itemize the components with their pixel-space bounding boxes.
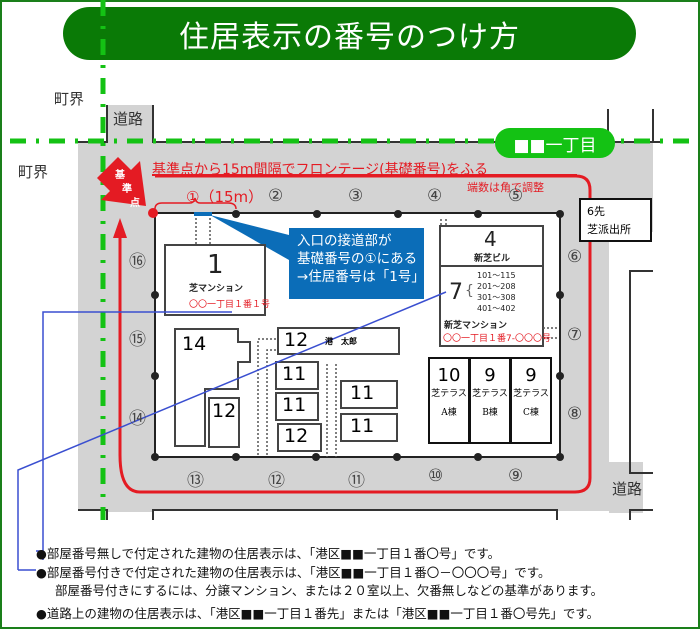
shiba-mansion-address: 〇〇一丁目１番１号 [189,300,271,310]
building-12-small-number: 12 [212,400,237,422]
note-with-room-number: ●部屋番号付きで付定された建物の住居表示は、「港区■■一丁目１番〇－〇〇〇号」で… [36,565,551,580]
terrace-wing: B棟 [482,408,498,418]
kijunten-char-2: 準 [122,184,132,195]
terrace-a: 10 芝テラス A棟 [428,357,470,444]
note-no-room-number: ●部屋番号無しで付定された建物の住居表示は、「港区■■一丁目１番〇号」です。 [36,546,501,561]
building-12-minato-name: 港 太郎 [325,337,357,346]
terrace-wing: C棟 [523,408,539,418]
kijunten-char-3: 点 [130,198,140,209]
terrace-number: 9 [525,365,537,386]
machikai-left-label: 町界 [18,163,49,181]
frontage-13: ⑬ [187,471,204,491]
room-brace: { [465,283,474,299]
machikai-top-label: 町界 [54,90,85,108]
callout-line-3: →住居番号は「1号」 [297,269,425,285]
shinshiba-bldg-name: 新芝ビル [474,254,511,264]
frontage-4: ④ [427,186,443,206]
kouban-box: 6先 芝派出所 [579,198,652,242]
shinshiba-mansion-number: 7 [449,280,463,305]
entrance-callout: 入口の接道部が 基礎番号の①にある →住居番号は「1号」 [289,228,425,299]
callout-line-1: 入口の接道部が [297,233,392,249]
callout-line-2: 基礎番号の①にある [297,251,418,267]
shiba-mansion-number: 1 [207,250,224,280]
terrace-number: 9 [484,365,496,386]
terrace-name: 芝テラス [431,389,467,399]
road-top-label: 道路 [113,110,144,128]
building-11-a-number: 11 [282,363,307,385]
room-range: 101～115 [477,271,516,280]
building-11-c-number: 11 [350,382,375,404]
building-11-d-number: 11 [350,415,375,437]
frontage-rule-text: 基準点から15m間隔でフロンテージ(基礎番号)をふる [152,162,489,178]
terrace-c: 9 芝テラス C棟 [510,357,552,444]
room-range: 301～308 [477,293,516,302]
frontage-15: ⑮ [129,330,146,350]
road-bottom-right-label: 道路 [612,480,643,498]
shinshiba-mansion-address: 〇〇一丁目１番7-〇〇〇号 [443,334,551,344]
frontage-9: ⑨ [508,466,524,486]
choume-badge: ■■一丁目 [495,128,615,158]
frontage-7: ⑦ [567,325,583,345]
shinshiba-mansion-name: 新芝マンション [444,321,508,331]
frontage-8: ⑧ [567,404,583,424]
kouban-number: 6先 [587,205,605,218]
kouban-name: 芝派出所 [587,223,631,236]
note-on-road: ●道路上の建物の住居表示は、「港区■■一丁目１番先」または「港区■■一丁目１番〇… [36,606,600,621]
remainder-note: 端数は角で調整 [467,181,544,194]
frontage-10: ⑩ [428,466,444,486]
frontage-5: ⑤ [508,186,524,206]
frontage-6: ⑥ [567,247,583,267]
frontage-16: ⑯ [129,252,146,272]
first-interval-label: ①（15m） [186,188,264,206]
kijunten-char-1: 基 [115,170,125,181]
terrace-name: 芝テラス [513,389,549,399]
building-12-bottom-number: 12 [284,425,309,447]
frontage-12: ⑫ [268,471,285,491]
room-range: 201～208 [477,282,516,291]
terrace-name: 芝テラス [472,389,508,399]
frontage-14: ⑭ [129,409,146,429]
terrace-number: 10 [437,365,461,386]
room-range: 401～402 [477,304,516,313]
building-14-number: 14 [182,333,207,355]
room-range-list: 101～115 201～208 301～308 401～402 [477,270,516,314]
note-room-number-criteria: 部屋番号付きにするには、分譲マンション、または２０室以上、欠番無しなどの基準があ… [55,583,604,598]
frontage-2: ② [268,186,284,206]
terrace-wing: A棟 [441,408,457,418]
frontage-11: ⑪ [348,471,365,491]
terrace-b: 9 芝テラス B棟 [469,357,511,444]
building-11-b-number: 11 [282,394,307,416]
shinshiba-bldg-number: 4 [484,227,497,251]
frontage-3: ③ [348,186,364,206]
shiba-mansion-name: 芝マンション [189,284,244,294]
page-title: 住居表示の番号のつけ方 [63,7,636,60]
building-12-minato-number: 12 [284,329,309,351]
